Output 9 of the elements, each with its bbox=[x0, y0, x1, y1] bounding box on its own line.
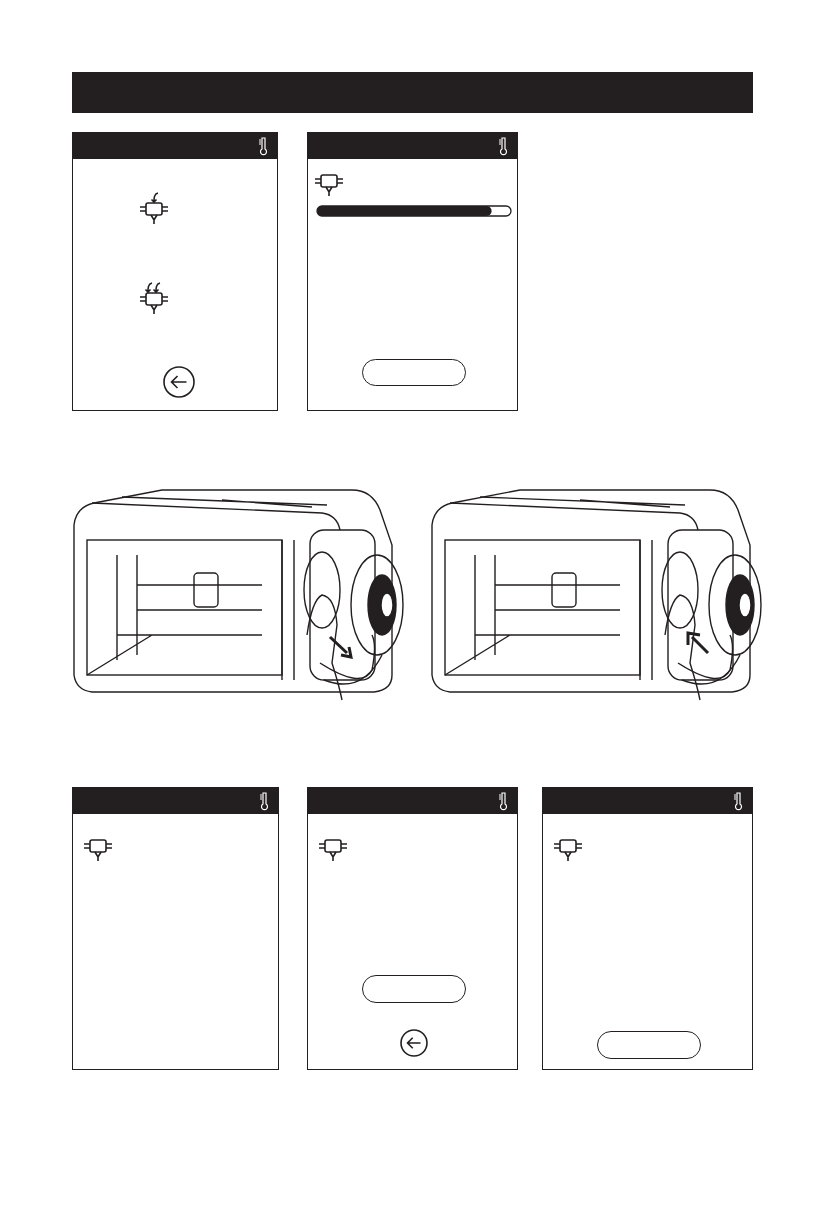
screen-button bbox=[362, 359, 466, 386]
screen-button bbox=[362, 975, 466, 1003]
screen-button bbox=[597, 1031, 701, 1059]
title-banner bbox=[72, 72, 753, 113]
touchscreen-mockup bbox=[72, 132, 278, 411]
touchscreen-mockup bbox=[307, 787, 518, 1070]
touchscreen-mockup bbox=[542, 787, 753, 1070]
touchscreen-mockup bbox=[72, 787, 279, 1070]
touchscreen-mockup bbox=[307, 132, 518, 411]
